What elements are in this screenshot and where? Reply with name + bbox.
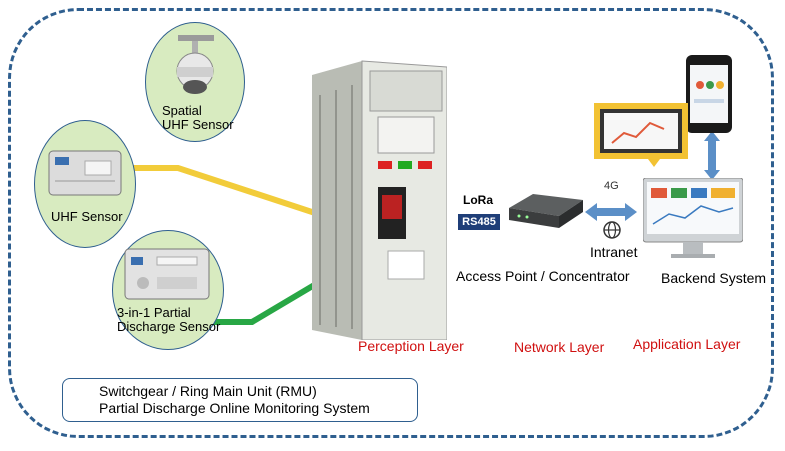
network-layer-label: Network Layer — [514, 339, 605, 355]
double-arrow-phone — [704, 131, 720, 180]
dashboard-screen — [594, 103, 688, 167]
spatial-sensor-label: Spatial UHF Sensor — [162, 103, 234, 132]
partial-sensor-device-icon — [124, 248, 210, 300]
uhf-sensor-label: UHF Sensor — [51, 209, 123, 224]
partial-sensor-label: 3-in-1 Partial Discharge Sensor — [117, 305, 221, 334]
smartphone-icon — [686, 55, 732, 133]
uhf-sensor-device-icon — [48, 150, 122, 196]
partial-sensor-bubble — [112, 230, 224, 350]
application-layer-label: Application Layer — [633, 336, 741, 352]
diagram-frame — [8, 8, 774, 438]
rs485-badge-text: RS485 — [462, 216, 496, 228]
access-point-device — [509, 194, 583, 228]
intranet-label: Intranet — [590, 244, 638, 260]
caption-box: Switchgear / Ring Main Unit (RMU) Partia… — [62, 378, 418, 422]
double-arrow-network — [585, 203, 637, 221]
caption-line-2: Partial Discharge Online Monitoring Syst… — [99, 400, 370, 416]
perception-layer-label: Perception Layer — [358, 338, 464, 354]
4g-badge: 4G — [604, 180, 619, 192]
switchgear-cabinet — [312, 60, 447, 340]
rs485-badge: RS485 — [458, 214, 500, 230]
backend-monitor — [643, 178, 743, 258]
globe-icon — [603, 221, 621, 239]
access-point-label: Access Point / Concentrator — [456, 268, 630, 284]
backend-label: Backend System — [661, 270, 767, 286]
spatial-sensor-bubble — [145, 22, 245, 142]
dome-camera-icon — [176, 35, 214, 94]
caption-line-1: Switchgear / Ring Main Unit (RMU) — [99, 383, 317, 399]
uhf-sensor-bubble — [34, 120, 136, 248]
lora-badge: LoRa — [463, 193, 493, 207]
